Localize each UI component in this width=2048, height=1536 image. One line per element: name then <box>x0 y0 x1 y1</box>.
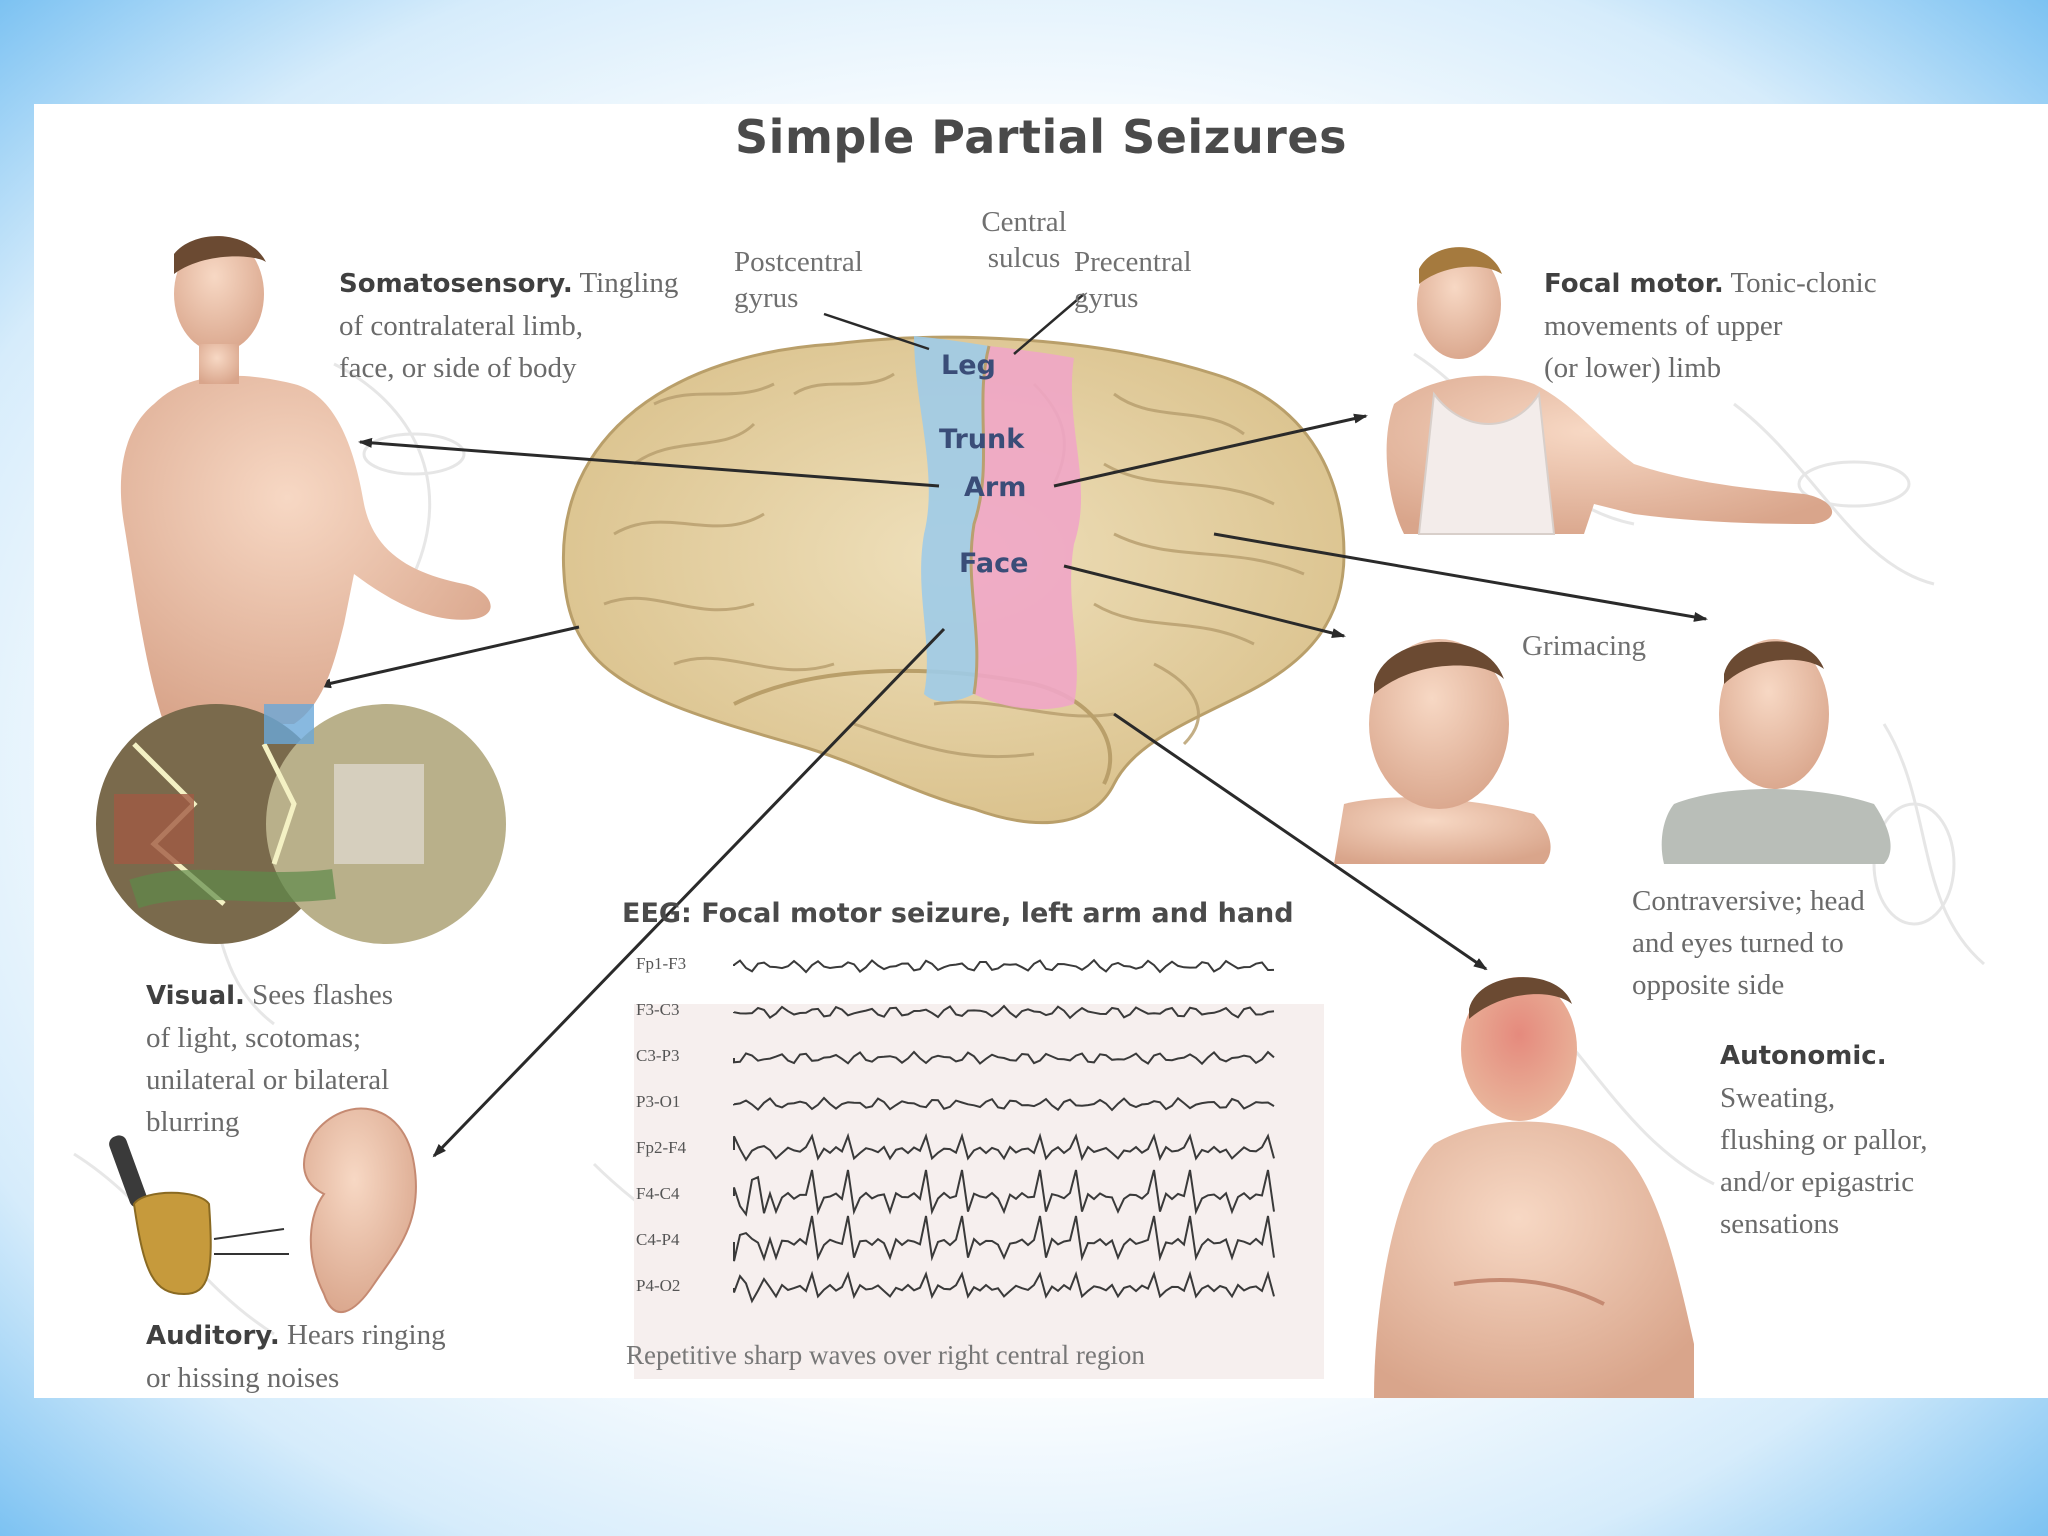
focal-motor-caption: Focal motor. Tonic-clonic movements of u… <box>1544 267 1877 384</box>
eeg-lead-label: C3-P3 <box>636 1046 680 1065</box>
eeg-trace <box>733 1270 1275 1304</box>
eeg-lead-label: F3-C3 <box>636 1000 680 1019</box>
page-title: Simple Partial Seizures <box>735 110 1347 164</box>
eeg-trace <box>733 958 1275 974</box>
eeg-trace <box>733 1215 1275 1262</box>
eeg-footer: Repetitive sharp waves over right centra… <box>626 1340 1145 1370</box>
auditory-caption: Auditory. Hears ringing or hissing noise… <box>146 1319 446 1394</box>
label-pointers <box>823 293 1085 355</box>
brain-illustration <box>561 335 1346 825</box>
eeg-trace <box>733 1050 1275 1066</box>
somatosensory-caption: Somatosensory. Tingling of contralateral… <box>339 267 679 384</box>
region-trunk: Trunk <box>939 424 1025 455</box>
somatosensory-figure <box>120 236 491 724</box>
arrows <box>317 413 1708 1158</box>
eeg-trace <box>733 1004 1275 1020</box>
region-face: Face <box>959 548 1029 579</box>
autonomic-caption: Autonomic. Sweating, flushing or pallor,… <box>1720 1041 1928 1240</box>
eeg-trace <box>733 1169 1275 1217</box>
region-arm: Arm <box>964 472 1027 503</box>
precentral-gyrus-region <box>971 346 1082 710</box>
eeg-traces <box>733 958 1275 1304</box>
eeg-trace <box>733 1096 1275 1112</box>
contraversive-figure <box>1661 639 1891 864</box>
postcentral-gyrus-region <box>914 336 989 702</box>
grimacing-figure <box>1334 639 1551 864</box>
grimacing-label: Grimacing <box>1522 630 1647 662</box>
eeg-lead-label: Fp1-F3 <box>636 954 687 973</box>
eeg-lead-label: C4-P4 <box>636 1230 680 1249</box>
eeg-lead-label: Fp2-F4 <box>636 1138 687 1157</box>
focal-motor-figure <box>1386 247 1833 535</box>
eeg-trace <box>733 1132 1275 1162</box>
contraversive-caption: Contraversive; head and eyes turned to o… <box>1632 885 1865 1001</box>
eeg-title: EEG: Focal motor seizure, left arm and h… <box>622 898 1294 929</box>
region-leg: Leg <box>941 350 996 381</box>
autonomic-figure <box>1374 977 1694 1398</box>
diagram-illustration <box>73 236 1985 1398</box>
eeg-lead-label: P3-O1 <box>636 1092 681 1111</box>
visual-scene <box>96 704 506 944</box>
auditory-figure <box>109 1107 417 1314</box>
eeg-lead-label: P4-O2 <box>636 1276 681 1295</box>
visual-caption: Visual. Sees flashes of light, scotomas;… <box>146 979 394 1138</box>
eeg-lead-label: F4-C4 <box>636 1184 680 1203</box>
